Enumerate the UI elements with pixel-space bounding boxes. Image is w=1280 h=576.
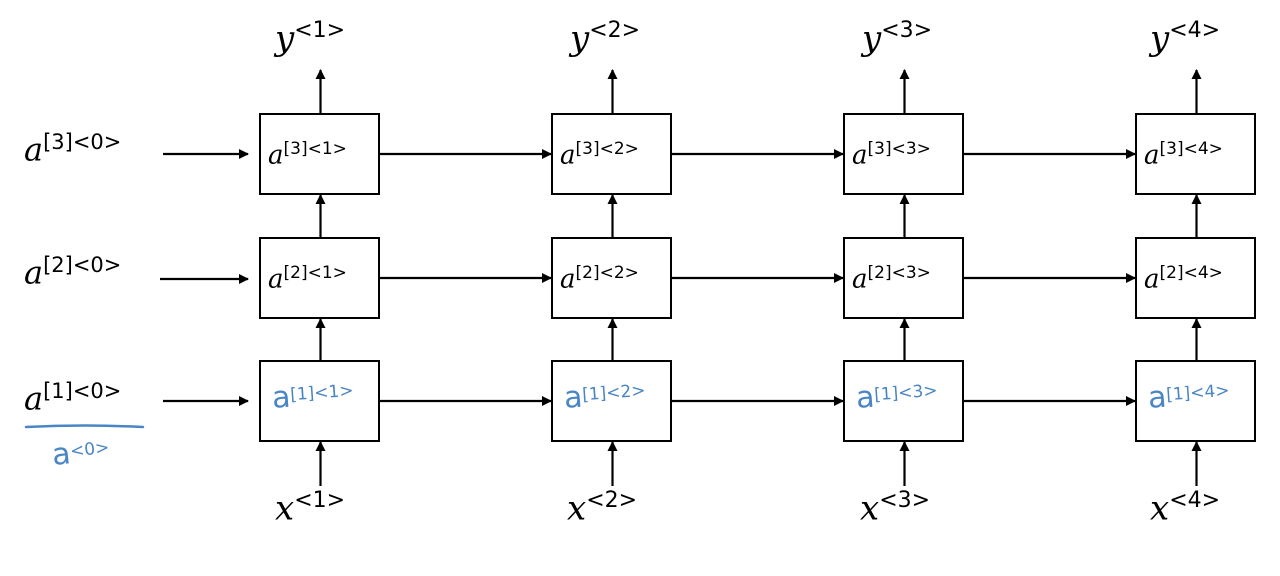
output-label-y1-base: y bbox=[275, 18, 295, 59]
cell-label-layer3-t1: a[3]<1> bbox=[268, 141, 347, 169]
handwritten-initial-a0: a<0> bbox=[50, 435, 112, 473]
cell-label-layer2-t1-base: a bbox=[268, 264, 284, 295]
input-label-x3-superscript: <3> bbox=[879, 488, 931, 513]
handwritten-cell-label-layer1-t2-superscript: [1]<2> bbox=[581, 380, 647, 406]
output-label-y2-superscript: <2> bbox=[589, 18, 641, 43]
handwritten-cell-label-layer1-t4-superscript: [1]<4> bbox=[1165, 380, 1231, 406]
output-label-y2: y<2> bbox=[570, 18, 641, 59]
cell-label-layer2-t3: a[2]<3> bbox=[852, 265, 931, 293]
input-label-x1-base: x bbox=[275, 488, 295, 529]
cell-box-layer3-t3 bbox=[843, 113, 964, 195]
cell-label-layer3-t4: a[3]<4> bbox=[1144, 141, 1223, 169]
cell-label-layer3-t2: a[3]<2> bbox=[560, 141, 639, 169]
cell-label-layer2-t2-base: a bbox=[560, 264, 576, 295]
input-label-x2-superscript: <2> bbox=[586, 488, 638, 513]
initial-state-layer2-base: a bbox=[24, 253, 44, 292]
output-label-y2-base: y bbox=[570, 18, 590, 59]
cell-box-layer2-t1 bbox=[259, 237, 380, 319]
initial-state-layer2: a[2]<0> bbox=[24, 255, 121, 289]
cell-box-layer2-t2 bbox=[551, 237, 672, 319]
cell-box-layer1-t2 bbox=[551, 360, 672, 442]
cell-label-layer2-t1-superscript: [2]<1> bbox=[283, 263, 347, 283]
handwritten-initial-a0-superscript: <0> bbox=[69, 437, 111, 462]
input-label-x2-base: x bbox=[567, 488, 587, 529]
cell-box-layer1-t3 bbox=[843, 360, 964, 442]
cell-box-layer1-t4 bbox=[1135, 360, 1256, 442]
cell-label-layer3-t1-superscript: [3]<1> bbox=[283, 139, 347, 159]
output-label-y3-base: y bbox=[862, 18, 882, 59]
input-label-x3-base: x bbox=[860, 488, 880, 529]
input-label-x2: x<2> bbox=[567, 488, 638, 529]
initial-state-layer1-superscript: [1]<0> bbox=[43, 379, 122, 403]
initial-state-layer1-base: a bbox=[24, 379, 44, 418]
initial-state-layer3-base: a bbox=[24, 130, 44, 169]
cell-label-layer2-t4-superscript: [2]<4> bbox=[1159, 263, 1223, 283]
initial-state-layer3: a[3]<0> bbox=[24, 132, 121, 166]
cell-box-layer1-t1 bbox=[259, 360, 380, 442]
cell-box-layer2-t3 bbox=[843, 237, 964, 319]
output-label-y1-superscript: <1> bbox=[294, 18, 346, 43]
cell-box-layer3-t2 bbox=[551, 113, 672, 195]
cell-label-layer2-t1: a[2]<1> bbox=[268, 265, 347, 293]
cell-label-layer3-t2-superscript: [3]<2> bbox=[575, 139, 639, 159]
input-label-x4-superscript: <4> bbox=[1169, 488, 1221, 513]
cell-box-layer3-t4 bbox=[1135, 113, 1256, 195]
cell-label-layer2-t4-base: a bbox=[1144, 264, 1160, 295]
cell-label-layer3-t2-base: a bbox=[560, 140, 576, 171]
output-label-y4: y<4> bbox=[1150, 18, 1221, 59]
cell-label-layer2-t2: a[2]<2> bbox=[560, 265, 639, 293]
cell-label-layer2-t2-superscript: [2]<2> bbox=[575, 263, 639, 283]
handwritten-cell-label-layer1-t1-superscript: [1]<1> bbox=[289, 380, 355, 406]
handwritten-cell-label-layer1-t3: a[1]<3> bbox=[855, 378, 939, 416]
output-label-y3: y<3> bbox=[862, 18, 933, 59]
handwritten-cell-label-layer1-t2: a[1]<2> bbox=[563, 378, 647, 416]
cell-label-layer3-t3: a[3]<3> bbox=[852, 141, 931, 169]
output-label-y1: y<1> bbox=[275, 18, 346, 59]
cell-label-layer3-t3-superscript: [3]<3> bbox=[867, 139, 931, 159]
initial-state-layer1: a[1]<0> bbox=[24, 381, 121, 415]
cell-box-layer2-t4 bbox=[1135, 237, 1256, 319]
output-label-y3-superscript: <3> bbox=[881, 18, 933, 43]
handwritten-cell-label-layer1-t4: a[1]<4> bbox=[1147, 378, 1231, 416]
input-label-x1: x<1> bbox=[275, 488, 346, 529]
cell-label-layer2-t4: a[2]<4> bbox=[1144, 265, 1223, 293]
handwritten-underline bbox=[24, 424, 145, 429]
input-label-x3: x<3> bbox=[860, 488, 931, 529]
cell-label-layer3-t3-base: a bbox=[852, 140, 868, 171]
input-label-x4: x<4> bbox=[1150, 488, 1221, 529]
output-label-y4-superscript: <4> bbox=[1169, 18, 1221, 43]
cell-label-layer3-t4-superscript: [3]<4> bbox=[1159, 139, 1223, 159]
handwritten-cell-label-layer1-t3-superscript: [1]<3> bbox=[873, 380, 939, 406]
cell-label-layer3-t1-base: a bbox=[268, 140, 284, 171]
cell-label-layer3-t4-base: a bbox=[1144, 140, 1160, 171]
cell-label-layer2-t3-base: a bbox=[852, 264, 868, 295]
input-label-x4-base: x bbox=[1150, 488, 1170, 529]
input-label-x1-superscript: <1> bbox=[294, 488, 346, 513]
initial-state-layer2-superscript: [2]<0> bbox=[43, 253, 122, 277]
initial-state-layer3-superscript: [3]<0> bbox=[43, 130, 122, 154]
output-label-y4-base: y bbox=[1150, 18, 1170, 59]
handwritten-cell-label-layer1-t1: a[1]<1> bbox=[271, 378, 355, 416]
cell-label-layer2-t3-superscript: [2]<3> bbox=[867, 263, 931, 283]
cell-box-layer3-t1 bbox=[259, 113, 380, 195]
